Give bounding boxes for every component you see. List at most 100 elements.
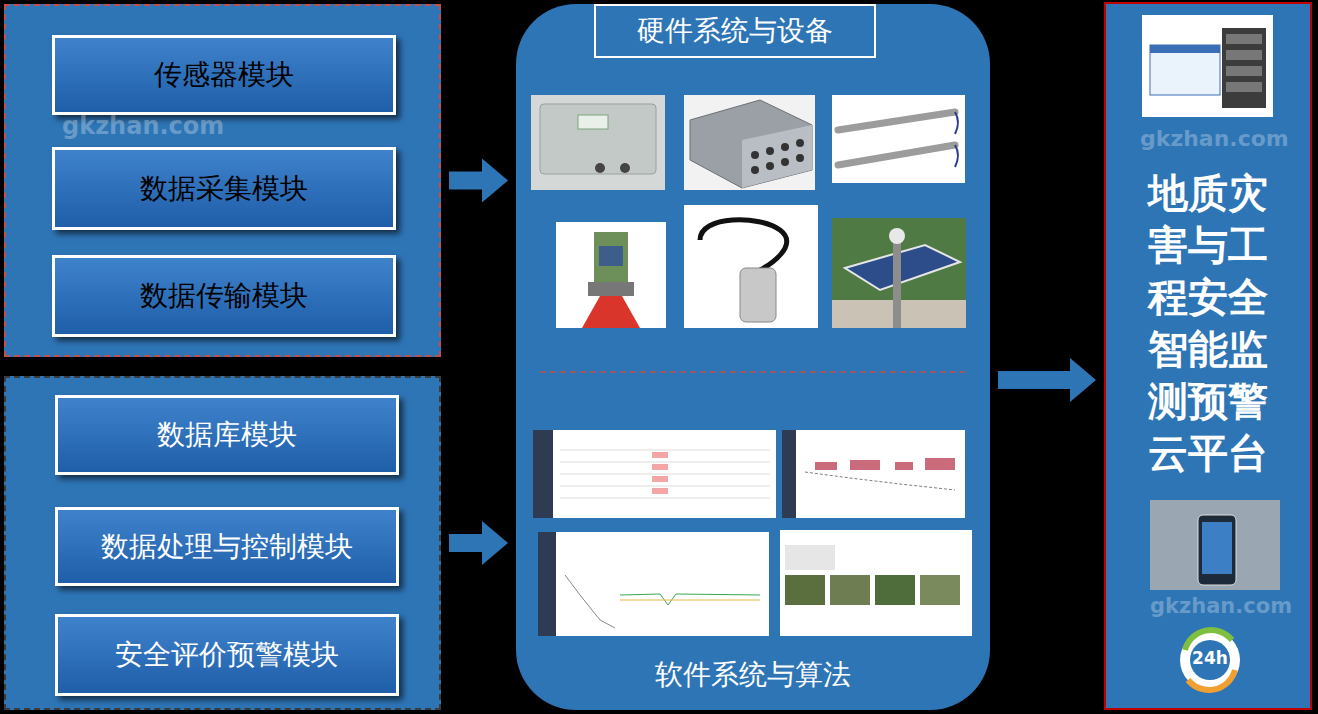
illustration-shape bbox=[560, 474, 770, 475]
illustration-shape bbox=[560, 450, 770, 498]
illustration-shape bbox=[830, 575, 870, 605]
illustration-shape bbox=[1185, 630, 1232, 650]
block-arrow bbox=[998, 358, 1096, 402]
module-label: 数据库模块 bbox=[157, 416, 297, 454]
illustration-shape bbox=[538, 532, 556, 636]
icon-label: 24h bbox=[1190, 648, 1230, 668]
illustration-shape bbox=[700, 220, 787, 270]
block-arrow bbox=[449, 521, 508, 565]
illustration-shape bbox=[796, 154, 804, 162]
illustration-shape bbox=[832, 95, 965, 183]
illustration-shape bbox=[815, 462, 837, 470]
illustration-shape bbox=[538, 532, 769, 636]
illustration-shape bbox=[1222, 28, 1266, 108]
illustration-shape bbox=[1150, 45, 1220, 95]
section-title-box: 硬件系统与设备 bbox=[594, 4, 876, 58]
illustration-shape bbox=[620, 594, 760, 605]
illustration-shape bbox=[582, 296, 640, 328]
illustration-shape bbox=[955, 145, 958, 167]
illustration-shape bbox=[1150, 45, 1220, 53]
system-panel: 软件系统与算法 硬件系统与设备 bbox=[516, 4, 990, 710]
illustration-shape bbox=[556, 222, 666, 328]
illustration-shape bbox=[1180, 630, 1240, 690]
illustration-shape bbox=[1226, 34, 1262, 44]
illustration-shape bbox=[1226, 82, 1262, 92]
module-group: 数据库模块数据处理与控制模块安全评价预警模块 bbox=[4, 376, 441, 710]
illustration-shape bbox=[781, 143, 789, 151]
illustration-shape bbox=[1190, 640, 1230, 680]
illustration-shape bbox=[889, 228, 905, 244]
illustration-shape bbox=[850, 460, 880, 470]
illustration-shape bbox=[684, 95, 815, 190]
illustration-shape bbox=[895, 462, 913, 470]
illustration-shape bbox=[1150, 500, 1280, 590]
illustration-shape bbox=[690, 100, 812, 188]
illustration-shape bbox=[684, 205, 818, 328]
module-label: 硬件系统与设备 bbox=[637, 12, 833, 50]
illustration-shape bbox=[533, 430, 776, 518]
illustration-shape bbox=[780, 530, 972, 636]
illustration-shape bbox=[565, 575, 615, 628]
illustration-shape bbox=[1198, 515, 1236, 585]
illustration-shape bbox=[805, 472, 955, 490]
illustration-shape bbox=[766, 147, 774, 155]
illustration-shape bbox=[845, 245, 960, 290]
module-box: 传感器模块 bbox=[52, 35, 396, 115]
illustration-shape bbox=[599, 246, 623, 266]
module-box: 数据采集模块 bbox=[52, 147, 396, 230]
illustration-shape bbox=[620, 600, 760, 601]
module-box: 数据处理与控制模块 bbox=[55, 507, 399, 586]
illustration-shape bbox=[832, 300, 966, 328]
module-label: 传感器模块 bbox=[154, 56, 294, 94]
illustration-shape bbox=[652, 476, 668, 482]
illustration-shape bbox=[893, 238, 901, 328]
module-label: 数据处理与控制模块 bbox=[101, 528, 353, 566]
illustration-shape bbox=[1202, 522, 1232, 574]
module-label: 数据采集模块 bbox=[140, 170, 308, 208]
illustration-shape bbox=[955, 112, 958, 134]
platform-panel: 地质灾害与工程安全智能监测预警云平台 bbox=[1104, 2, 1312, 710]
illustration-shape bbox=[594, 232, 628, 282]
illustration-shape bbox=[560, 486, 770, 487]
module-box: 数据传输模块 bbox=[52, 255, 396, 337]
illustration-shape bbox=[588, 282, 634, 296]
illustration-shape bbox=[652, 452, 668, 494]
illustration-shape bbox=[781, 158, 789, 166]
illustration-shape bbox=[740, 268, 776, 322]
illustration-shape bbox=[652, 488, 668, 494]
illustration-shape bbox=[578, 115, 608, 129]
illustration-shape bbox=[1142, 15, 1273, 117]
illustration-shape bbox=[531, 95, 665, 190]
illustration-shape bbox=[832, 218, 966, 328]
module-label: 安全评价预警模块 bbox=[115, 636, 339, 674]
illustration-shape bbox=[1226, 50, 1262, 60]
illustration-shape bbox=[785, 575, 825, 605]
module-box: 安全评价预警模块 bbox=[55, 614, 399, 696]
illustration-shape bbox=[560, 498, 770, 499]
illustration-shape bbox=[560, 462, 770, 463]
block-arrow bbox=[449, 159, 508, 203]
illustration-shape bbox=[560, 450, 770, 451]
illustration-shape bbox=[782, 430, 796, 518]
section-title: 软件系统与算法 bbox=[516, 656, 990, 694]
illustration-shape bbox=[1188, 670, 1235, 690]
illustration-shape bbox=[1226, 34, 1262, 92]
illustration-shape bbox=[782, 430, 965, 518]
illustration-shape bbox=[1226, 66, 1262, 76]
illustration-shape bbox=[540, 371, 965, 373]
platform-title: 地质灾害与工程安全智能监测预警云平台 bbox=[1148, 167, 1268, 479]
illustration-shape bbox=[766, 162, 774, 170]
illustration-shape bbox=[785, 545, 835, 570]
illustration-shape bbox=[838, 145, 955, 165]
illustration-shape bbox=[751, 166, 759, 174]
module-label: 数据传输模块 bbox=[140, 277, 308, 315]
illustration-shape bbox=[540, 104, 656, 174]
illustration-shape bbox=[751, 151, 759, 159]
illustration-shape bbox=[925, 458, 955, 470]
illustration-shape bbox=[920, 575, 960, 605]
illustration-shape bbox=[742, 125, 812, 188]
illustration-shape bbox=[838, 112, 955, 130]
illustration-shape bbox=[620, 163, 630, 173]
illustration-shape bbox=[875, 575, 915, 605]
